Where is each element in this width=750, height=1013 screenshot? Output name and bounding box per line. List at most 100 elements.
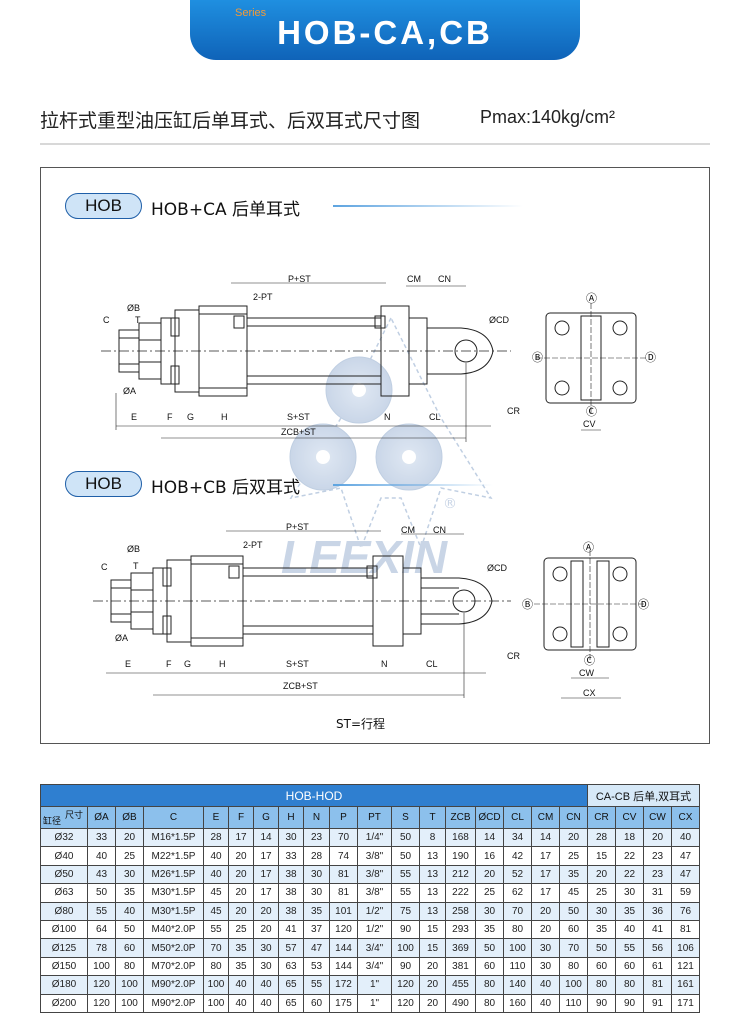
table-cell: 55	[203, 919, 229, 940]
table-cell: 121	[671, 956, 700, 977]
table-cell: 70	[503, 901, 532, 921]
table-cell: M90*2.0P	[143, 993, 204, 1013]
bore-cell: Ø125	[40, 938, 88, 958]
ca-dim-h: H	[221, 412, 228, 422]
table-cell: 40	[671, 827, 700, 848]
table-cell: 20	[253, 901, 279, 921]
table-cell: 35	[587, 919, 616, 940]
bore-cell: Ø40	[40, 846, 88, 866]
table-cell: 17	[531, 883, 560, 903]
table-cell: 100	[503, 938, 532, 958]
table-cell: 14	[253, 827, 279, 848]
table-cell: 100	[87, 956, 116, 977]
table-cell: 190	[445, 846, 476, 866]
table-cell: 144	[329, 956, 358, 977]
ca-series-pill: HOB	[65, 193, 142, 219]
cb-section-label: HOB+CB 后双耳式	[151, 478, 301, 498]
cb-dim-cw: CW	[579, 668, 594, 678]
table-cell: 40	[531, 975, 560, 995]
table-cell: 8	[419, 827, 446, 848]
table-cell: 120	[87, 975, 116, 995]
table-cell: 34	[503, 827, 532, 848]
table-cell: 33	[87, 827, 116, 848]
table-cell: 18	[615, 827, 644, 848]
table-cell: 50	[87, 883, 116, 903]
table-cell: 90	[391, 919, 420, 940]
ca-dim-cn: CN	[438, 274, 451, 284]
table-cell: 50	[587, 938, 616, 958]
table-cell: M40*2.0P	[143, 919, 204, 940]
table-cell: 78	[87, 938, 116, 958]
table-cell: 14	[531, 827, 560, 848]
column-header: E	[203, 806, 229, 829]
column-header: P	[329, 806, 358, 829]
ca-dim-cv: CV	[583, 419, 596, 429]
ca-dim-g: G	[187, 412, 194, 422]
ca-side-view	[101, 282, 511, 442]
table-cell: 70	[559, 938, 588, 958]
column-header: CR	[587, 806, 616, 829]
svg-text:®: ®	[443, 496, 457, 512]
table-cell: 47	[671, 846, 700, 866]
table-cell: 40	[87, 846, 116, 866]
bore-cell: Ø63	[40, 883, 88, 903]
pmax-rating: Pmax:140kg/cm²	[480, 107, 616, 127]
table-cell: 175	[329, 993, 358, 1013]
table-cell: 3/4"	[357, 956, 392, 977]
table-cell: 35	[475, 919, 504, 940]
ca-view-b: Ⓑ	[532, 351, 543, 364]
table-cell: 25	[587, 883, 616, 903]
table-cell: 16	[475, 846, 504, 866]
table-cell: 50	[115, 919, 144, 940]
column-header: S	[391, 806, 420, 829]
table-cell: 23	[643, 846, 672, 866]
series-label: Series	[235, 7, 267, 19]
ca-end-view	[536, 303, 646, 431]
table-cell: 20	[228, 846, 254, 866]
column-header: C	[143, 806, 204, 829]
table-cell: 35	[228, 956, 254, 977]
column-header: ØB	[115, 806, 144, 829]
table-cell: 381	[445, 956, 476, 977]
table-cell: 38	[278, 901, 304, 921]
table-cell: 120	[391, 993, 420, 1013]
table-cell: 25	[559, 846, 588, 866]
table-cell: 40	[228, 993, 254, 1013]
table-cell: 70	[203, 938, 229, 958]
table-cell: 1/4"	[357, 827, 392, 848]
table-cell: 40	[203, 846, 229, 866]
table-cell: 50	[559, 901, 588, 921]
table-cell: 172	[329, 975, 358, 995]
ca-dim-cr: CR	[507, 406, 520, 416]
bore-cell: Ø200	[40, 993, 88, 1013]
table-cell: 80	[503, 919, 532, 940]
table-cell: 1"	[357, 993, 392, 1013]
table-cell: 40	[253, 993, 279, 1013]
ca-dim-zcb-st: ZCB+ST	[281, 427, 316, 437]
cb-series-pill: HOB	[65, 471, 142, 497]
table-cell: 91	[643, 993, 672, 1013]
table-cell: 100	[115, 975, 144, 995]
table-cell: 20	[475, 864, 504, 885]
cb-dim-e: E	[125, 659, 131, 669]
column-header: CN	[559, 806, 588, 829]
ca-section-rule	[333, 205, 523, 207]
cb-end-view	[534, 550, 646, 699]
table-cell: 59	[671, 883, 700, 903]
corner-top-label: 尺寸	[64, 810, 83, 820]
table-cell: 47	[303, 938, 330, 958]
table-cell: 30	[253, 956, 279, 977]
ca-dim-cm: CM	[407, 274, 421, 284]
series-title: HOB-CA,CB	[277, 14, 493, 51]
watermark-logo: LEEXIN ®	[281, 316, 493, 583]
table-cell: 35	[115, 883, 144, 903]
table-cell: 13	[419, 883, 446, 903]
cb-dim-cl: CL	[426, 659, 438, 669]
column-header: CM	[531, 806, 560, 829]
table-cell: 81	[671, 919, 700, 940]
